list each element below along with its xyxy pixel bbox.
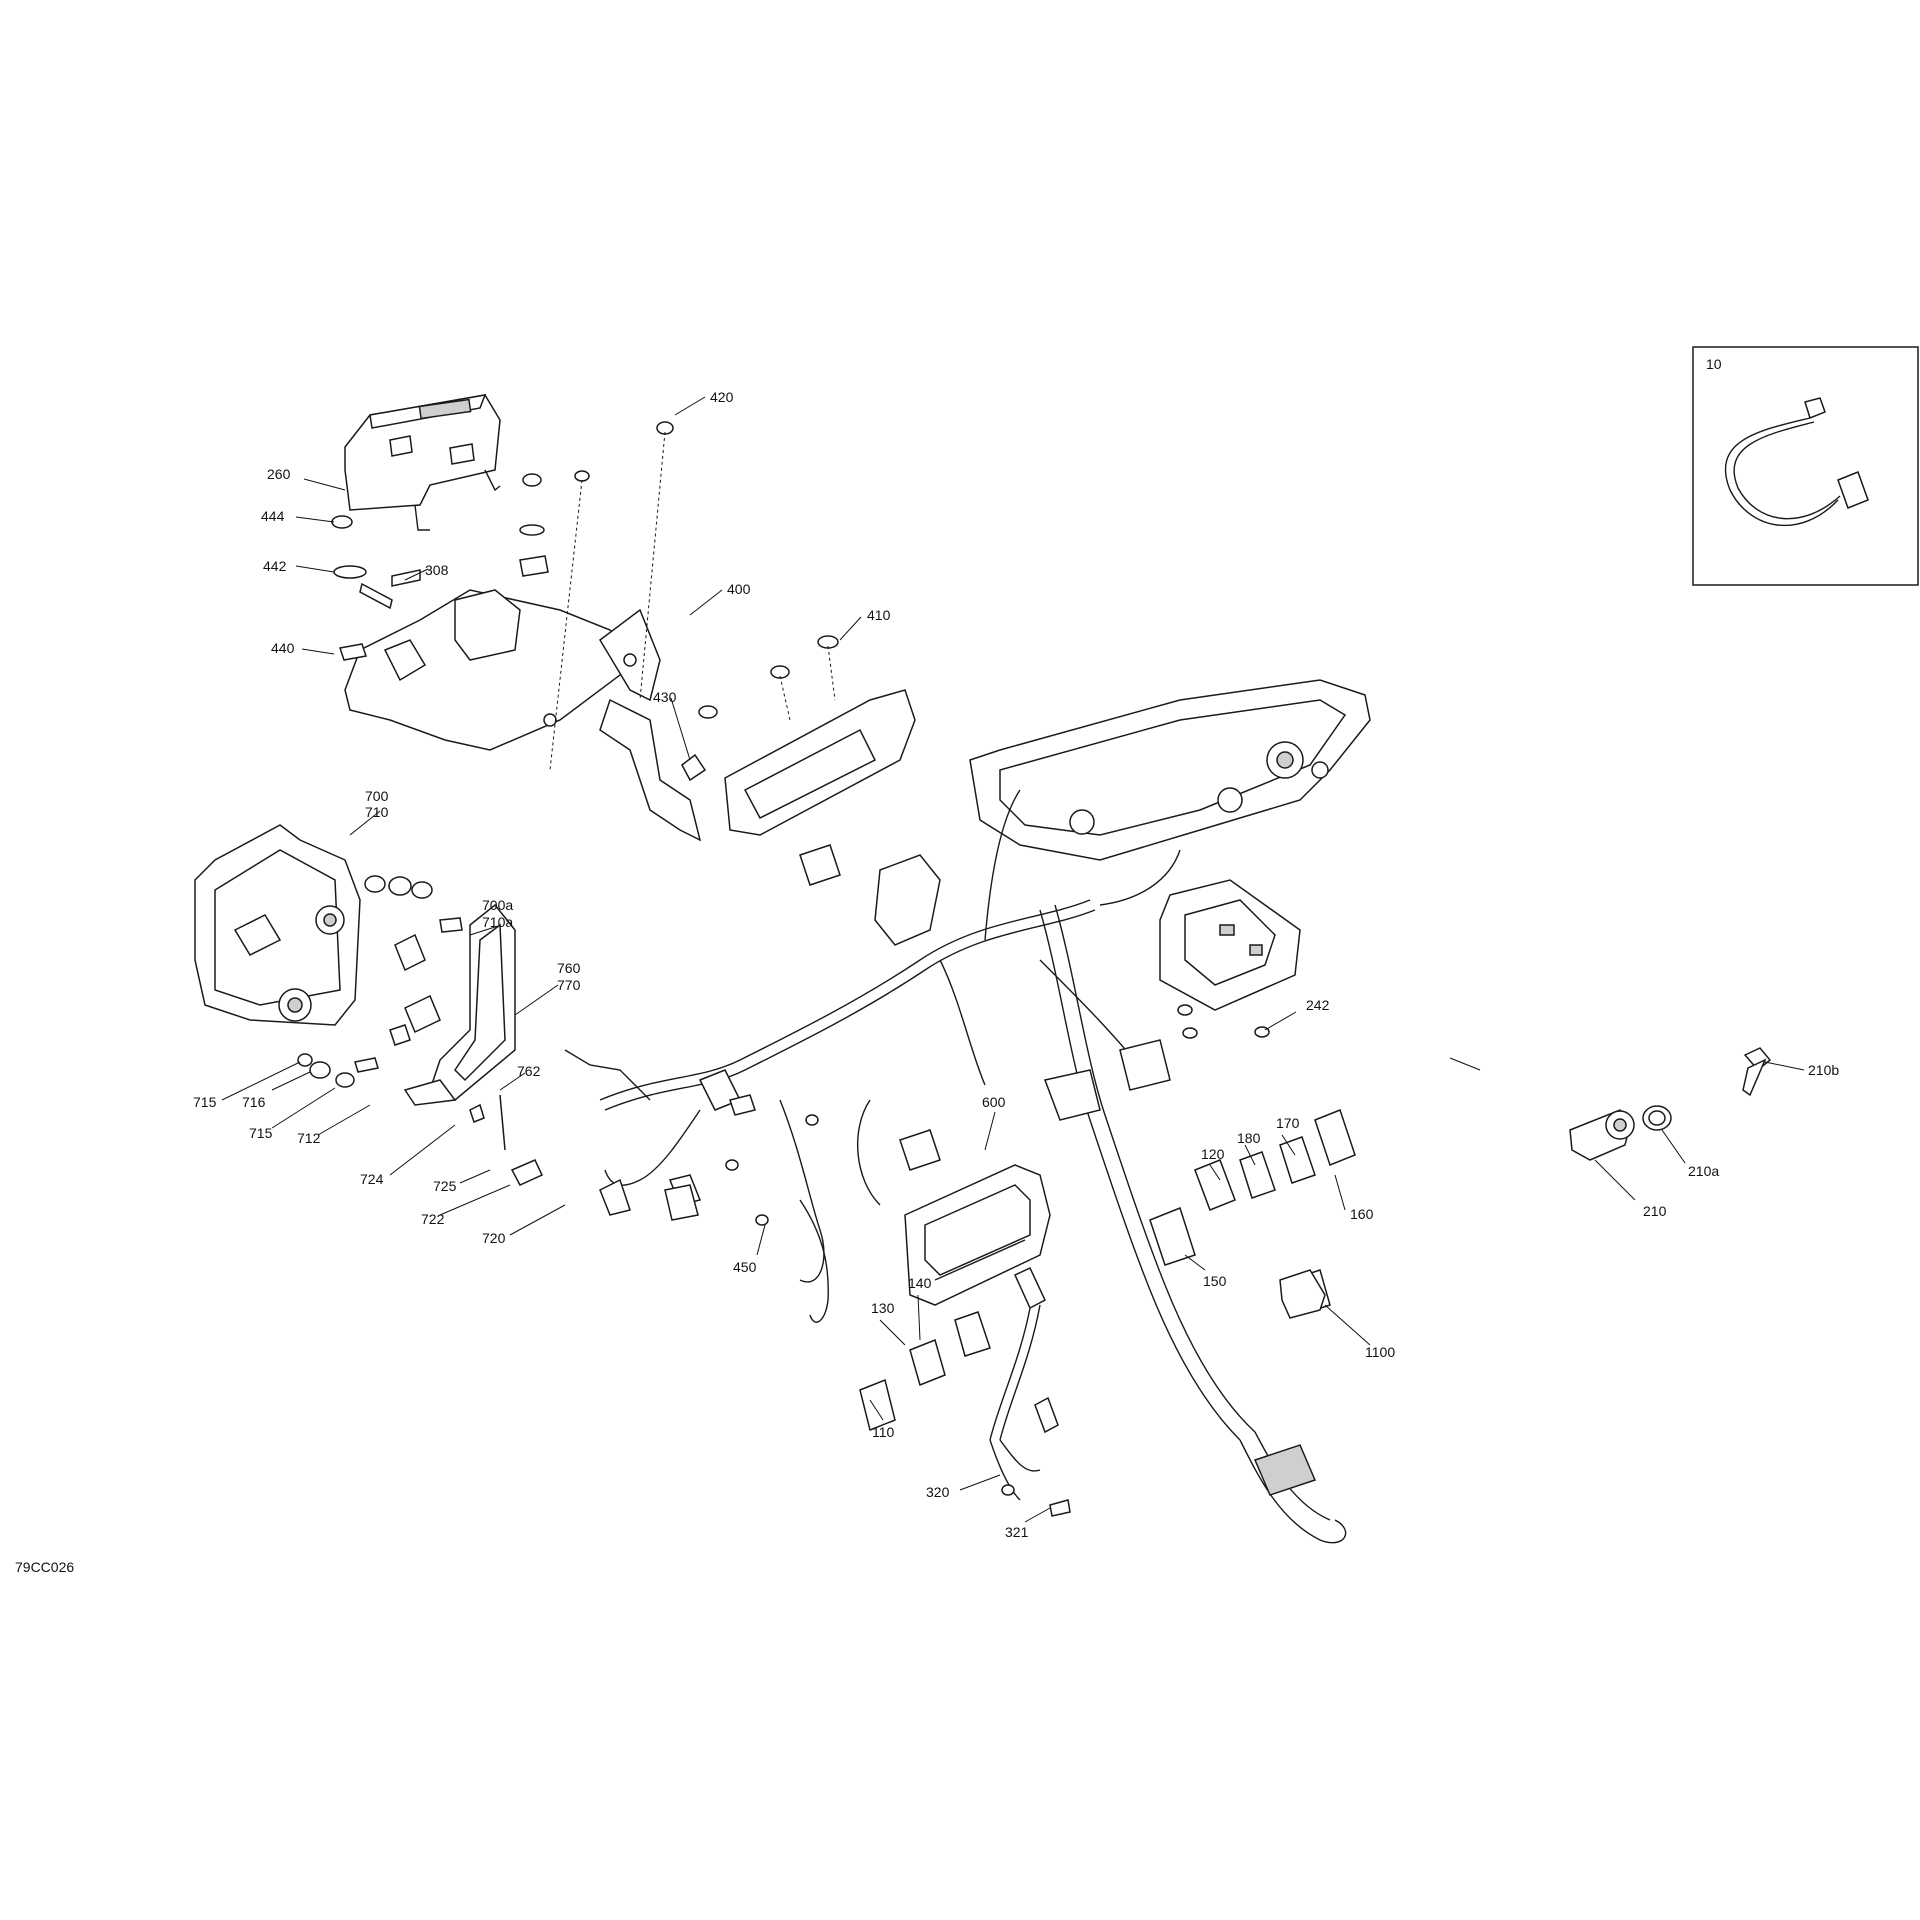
callout-260: 260 — [267, 466, 291, 482]
callout-160: 160 — [1350, 1206, 1374, 1222]
callout-210a: 210a — [1688, 1163, 1719, 1179]
inset-panel — [1692, 346, 1919, 586]
callout-712: 712 — [297, 1130, 321, 1146]
callout-320: 320 — [926, 1484, 950, 1500]
callout-710: 710 — [365, 804, 389, 820]
callout-410: 410 — [867, 607, 891, 623]
callout-308: 308 — [425, 562, 449, 578]
callout-1100: 1100 — [1365, 1344, 1395, 1360]
callout-420: 420 — [710, 389, 734, 405]
dashboard-frame-part — [969, 679, 1371, 861]
sub-harness-part — [989, 1267, 1071, 1517]
leader-lines — [221, 396, 1805, 1523]
electrical-box-part — [1159, 879, 1301, 1039]
callout-120: 120 — [1201, 1146, 1225, 1162]
callout-210b: 210b — [1808, 1062, 1839, 1078]
callout-725: 725 — [433, 1178, 457, 1194]
side-cover-part — [681, 635, 916, 836]
callout-600: 600 — [982, 1094, 1006, 1110]
diagram-code: 79CC026 — [15, 1559, 74, 1575]
callout-450: 450 — [733, 1259, 757, 1275]
callout-762: 762 — [517, 1063, 541, 1079]
inset-label: 10 — [1706, 356, 1722, 372]
callout-442: 442 — [263, 558, 287, 574]
headlight-assembly-part — [194, 824, 463, 1026]
callout-400: 400 — [727, 581, 751, 597]
callout-720: 720 — [482, 1230, 506, 1246]
callout-760: 760 — [557, 960, 581, 976]
callout-170: 170 — [1276, 1115, 1300, 1131]
callout-210: 210 — [1643, 1203, 1667, 1219]
ignition-switch-part — [1569, 1047, 1772, 1161]
callout-710a: 710a — [482, 914, 513, 930]
instrument-cluster-part — [904, 1164, 1051, 1306]
wiring-harness-part — [564, 789, 1347, 1544]
callout-242: 242 — [1306, 997, 1330, 1013]
parts-drawing — [194, 346, 1919, 1544]
callout-140: 140 — [908, 1275, 932, 1291]
callout-110: 110 — [872, 1424, 895, 1440]
callout-700: 700 — [365, 788, 389, 804]
callout-770: 770 — [557, 977, 581, 993]
top-cover-part — [344, 394, 501, 531]
callout-722: 722 — [421, 1211, 445, 1227]
callout-430: 430 — [653, 689, 677, 705]
headlight-bracket-part — [297, 903, 543, 1186]
callout-700a: 700a — [482, 897, 513, 913]
callout-715b: 715 — [249, 1125, 273, 1141]
callout-150: 150 — [1203, 1273, 1227, 1289]
callout-716: 716 — [242, 1094, 266, 1110]
fasteners-left — [331, 421, 674, 771]
callout-715a: 715 — [193, 1094, 217, 1110]
switches-lower-part — [859, 1311, 991, 1432]
callout-724: 724 — [360, 1171, 384, 1187]
socket-part — [1279, 1269, 1326, 1319]
mounting-plate-part — [344, 589, 702, 842]
callout-321: 321 — [1005, 1524, 1029, 1540]
callout-180: 180 — [1237, 1130, 1261, 1146]
callout-labels: 420 260 444 442 308 400 410 440 430 700 … — [15, 356, 1839, 1575]
callout-444: 444 — [261, 508, 285, 524]
callout-130: 130 — [871, 1300, 895, 1316]
callout-440: 440 — [271, 640, 295, 656]
